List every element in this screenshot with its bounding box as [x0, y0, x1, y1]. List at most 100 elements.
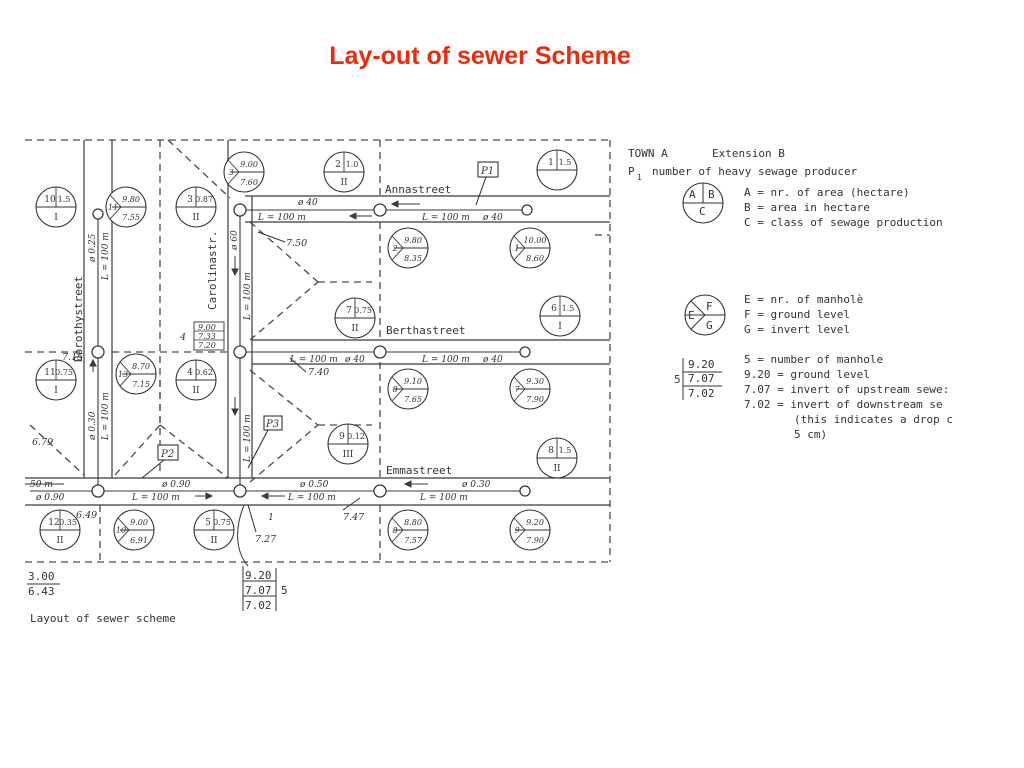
level-notes: 7.50 7.40 7.47 7.27 6.79 6.49 7.15 4 1 — [32, 231, 365, 545]
area-class: II — [351, 324, 359, 334]
outfall-invert: 6.43 — [28, 585, 55, 598]
manhole-invert: 6.91 — [130, 536, 148, 545]
legend-sym-f: F — [706, 300, 713, 313]
area-class: II — [340, 178, 348, 188]
legend-extension: Extension B — [712, 147, 785, 160]
manhole-invert: 7.60 — [240, 178, 258, 187]
area-number: 12 — [48, 518, 59, 528]
slide-title: Lay-out of sewer Scheme — [329, 42, 631, 70]
area-size: 0.62 — [195, 368, 213, 377]
pipe-diameter-label: ø 0.50 — [299, 480, 329, 490]
legend-box-ground: 9.20 — [688, 358, 715, 371]
pipe-length-label: L = 100 m — [419, 493, 468, 503]
producer-p2-box — [157, 444, 179, 461]
area-size: 1.5 — [559, 158, 572, 167]
legend-p-text: number of heavy sewage producer — [652, 165, 858, 178]
manhole-number: 9 — [514, 526, 519, 535]
pipe-length-label: L = 100 m — [131, 493, 180, 503]
manhole-invert: 7.57 — [404, 536, 423, 545]
producer-p3-box — [263, 415, 283, 431]
manhole-ground: 8.70 — [132, 362, 150, 371]
area-size: 0.75 — [213, 518, 231, 527]
note-747: 7.47 — [343, 512, 365, 523]
legend-l4: 7.02 = invert of downstream se — [744, 398, 943, 411]
box5-invert-up: 7.07 — [245, 584, 272, 597]
legend-b-line: B = area in hectare — [744, 201, 870, 214]
manhole-level-circles: 39.007.60119.807.5529.808.35110.008.6013… — [105, 151, 551, 551]
manhole-ground: 9.20 — [526, 518, 544, 527]
manhole-invert: 7.65 — [404, 395, 422, 404]
manhole-node — [91, 345, 105, 359]
legend-town: TOWN A — [628, 147, 668, 160]
street-annastreet: Annastreet — [385, 183, 451, 196]
outfall-diameter: ø 0.90 — [35, 493, 65, 503]
pipe-diameter-label: ø 0.25 — [88, 233, 98, 263]
box5-invert-down: 7.02 — [245, 599, 272, 612]
manhole-4-box: 9.00 7.33 7.20 — [193, 321, 225, 351]
producer-p2-label: P2 — [160, 449, 174, 460]
manhole-level-circle: 29.808.35 — [387, 227, 429, 269]
legend-box-symbol: 5 9.20 7.07 7.02 — [674, 358, 722, 400]
producer-p1-label: P1 — [480, 166, 494, 177]
pipe-diameter-label: ø 40 — [297, 198, 318, 208]
area-number: 5 — [205, 518, 211, 528]
pipe-diameter-label: ø 40 — [482, 213, 503, 223]
legend-box-downstream: 7.02 — [688, 387, 715, 400]
area-size: 0.75 — [354, 306, 372, 315]
note-715: 7.15 — [62, 352, 83, 363]
pipe-length-label: L = 100 m — [421, 355, 470, 365]
outfall-ground: 3.00 — [28, 570, 55, 583]
flow-arrows — [89, 200, 428, 500]
manhole-ground: 9.00 — [130, 518, 148, 527]
area-class: II — [553, 464, 561, 474]
legend-g-line: G = invert level — [744, 323, 850, 336]
pipe-length-label: L = 100 m — [101, 392, 111, 441]
legend-a-line: A = nr. of area (hectare) — [744, 186, 910, 199]
heavy-producers — [141, 161, 499, 479]
legend-box-upstream: 7.07 — [688, 372, 715, 385]
legend-sym-a: A — [689, 188, 696, 201]
area-number: 6 — [551, 304, 557, 314]
note-740: 7.40 — [308, 367, 329, 378]
outfall-levels: 3.00 6.43 — [27, 570, 60, 598]
area-size: 1.5 — [559, 446, 572, 455]
area-size: 1.0 — [346, 160, 359, 169]
area-number: 9 — [339, 432, 345, 442]
pipe-length-label: L = 100 m — [287, 493, 336, 503]
legend-l1: 5 = number of manhole — [744, 353, 883, 366]
box5-number: 5 — [281, 584, 288, 597]
manhole-number: 8 — [392, 526, 397, 535]
manhole-node — [373, 203, 387, 217]
street-emmastreet: Emmastreet — [386, 464, 452, 477]
legend-sym-e: E — [688, 309, 695, 322]
note-4: 4 — [179, 332, 186, 343]
box4-invert-down: 7.20 — [198, 341, 216, 350]
block-boundaries — [25, 139, 612, 563]
area-number: 8 — [548, 446, 554, 456]
legend-area-symbol: A B C — [682, 182, 724, 224]
manhole-number: 3 — [228, 168, 233, 177]
outfall-notes: 50 m ø 0.90 — [25, 480, 65, 503]
area-class: II — [56, 536, 64, 546]
area-number: 11 — [44, 368, 55, 378]
producer-p3-label: P3 — [265, 419, 279, 430]
manhole-ground: 9.30 — [526, 377, 544, 386]
pipe-length-label: L = 100 m — [243, 414, 253, 463]
pipe-length-label: L = 100 m — [421, 213, 470, 223]
manhole-node — [373, 345, 387, 359]
pipe-diameter-label: ø 0.30 — [461, 480, 491, 490]
pipe-diameter-label: ø 0.30 — [88, 411, 98, 441]
area-class: II — [192, 386, 200, 396]
area-size: 1.5 — [562, 304, 575, 313]
manhole-node — [233, 203, 247, 217]
